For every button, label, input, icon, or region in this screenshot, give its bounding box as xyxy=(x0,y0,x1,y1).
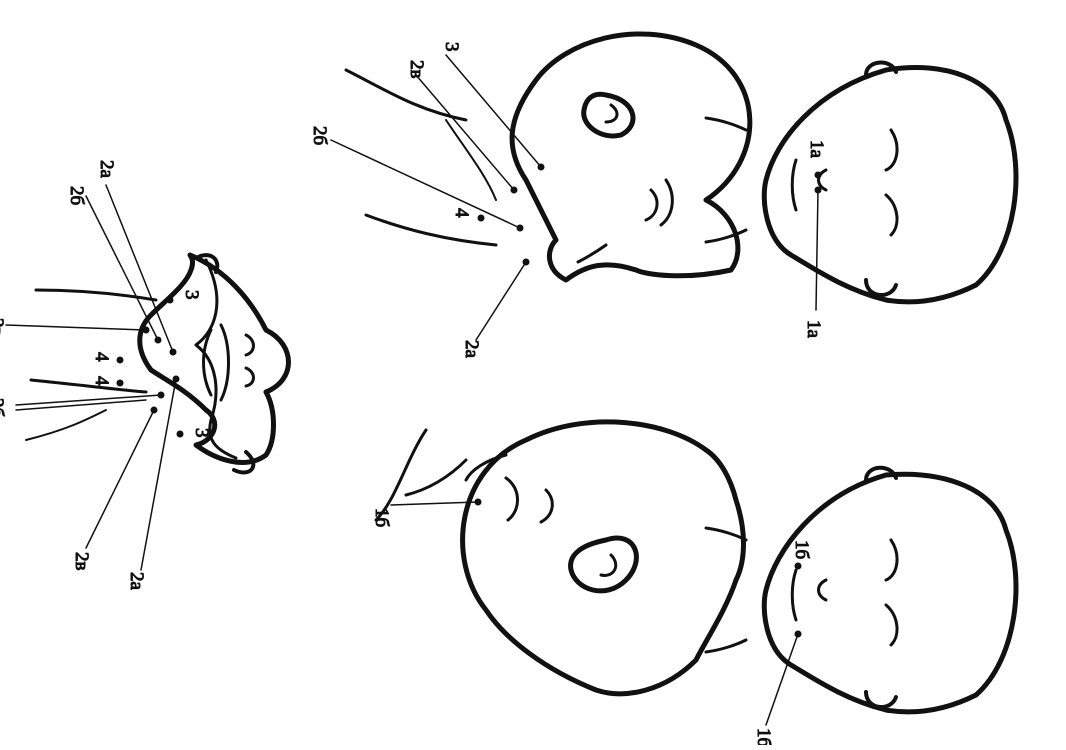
label-2v-right: 2в xyxy=(71,552,92,571)
label-4a: 4 xyxy=(91,352,112,362)
label-2a-left: 2а xyxy=(96,160,117,179)
neck-right xyxy=(706,230,746,242)
label-1b-bottom: 1б xyxy=(753,728,774,745)
label-4: 4 xyxy=(451,208,472,218)
head-side-view-upper: 3 2в 4 2б 2а xyxy=(309,34,750,359)
neck-front xyxy=(366,215,496,245)
ear-inner xyxy=(606,105,617,122)
leader-2v-right xyxy=(86,410,154,548)
label-3a: 3 xyxy=(181,290,202,300)
head-front-view-lower: 1б 1б xyxy=(706,468,1016,745)
point-3a xyxy=(167,297,174,304)
neck-front xyxy=(406,460,466,495)
leader-1b-bottom xyxy=(766,634,798,725)
eye xyxy=(541,490,552,522)
nostril-right xyxy=(246,368,254,386)
label-2a-right: 2а xyxy=(126,572,147,591)
label-2a: 2а xyxy=(461,340,482,359)
head-outline xyxy=(463,422,744,694)
label-3b: 3 xyxy=(191,428,212,438)
point-1a-top xyxy=(815,172,822,179)
head-front-view-upper: 1а 1а xyxy=(706,63,1016,339)
leader-2a-left xyxy=(106,185,173,352)
face-outline xyxy=(764,474,1016,712)
ear-outline xyxy=(571,538,637,591)
leader-1a xyxy=(816,190,818,310)
leader-2b-left xyxy=(86,196,158,340)
neck-left xyxy=(706,118,746,130)
head-outline xyxy=(512,34,750,280)
point-4a xyxy=(117,357,124,364)
leader-2a-right xyxy=(141,379,176,570)
head-side-view-lower: 1б xyxy=(371,422,744,694)
nostril-left xyxy=(246,335,254,355)
label-1b: 1б xyxy=(371,508,392,527)
leader-3 xyxy=(446,55,541,167)
head-chin-view: 2а 2б 2в 3 4 4 2б 3 2в 2а xyxy=(0,160,289,591)
leader-1b xyxy=(391,502,478,505)
eye-left xyxy=(886,130,897,170)
brow xyxy=(506,478,518,520)
label-4b: 4 xyxy=(91,376,112,386)
ear-outline xyxy=(584,94,633,136)
label-2v: 2в xyxy=(406,60,427,79)
leader-2a xyxy=(476,262,526,340)
leader-2v xyxy=(416,75,514,190)
ear-inner xyxy=(601,555,616,575)
nose xyxy=(819,580,827,600)
face-outline xyxy=(764,67,1016,301)
mouth xyxy=(792,160,796,210)
neck-left xyxy=(706,528,746,540)
point-3b xyxy=(177,431,184,438)
neck-line xyxy=(26,410,106,440)
label-2b-right: 2б xyxy=(0,398,7,417)
neck-right xyxy=(706,640,746,652)
point-1b-top xyxy=(795,563,802,570)
eye-right xyxy=(886,195,897,235)
mouth xyxy=(578,245,606,262)
ear-right xyxy=(866,280,896,295)
leader-2b-right-b xyxy=(16,400,146,410)
label-1b-top: 1б xyxy=(791,540,812,559)
label-1a-top: 1а xyxy=(806,140,827,159)
brow xyxy=(661,180,672,225)
point-4 xyxy=(478,215,485,222)
eye-left xyxy=(886,540,897,580)
label-1a-bottom: 1а xyxy=(803,320,824,339)
ear-right xyxy=(866,692,896,707)
eye-right xyxy=(886,605,897,645)
leader-2b xyxy=(331,140,520,228)
label-3: 3 xyxy=(441,42,462,52)
neck-right xyxy=(31,380,146,392)
neck-back xyxy=(376,430,426,520)
leader-2v-left xyxy=(6,325,146,330)
label-2b-left: 2б xyxy=(66,186,87,205)
point-4b xyxy=(117,380,124,387)
label-2v-left: 2в xyxy=(0,318,7,337)
lip-upper xyxy=(221,325,229,400)
label-2b: 2б xyxy=(309,126,330,145)
eye xyxy=(646,190,657,220)
mouth xyxy=(792,570,796,620)
